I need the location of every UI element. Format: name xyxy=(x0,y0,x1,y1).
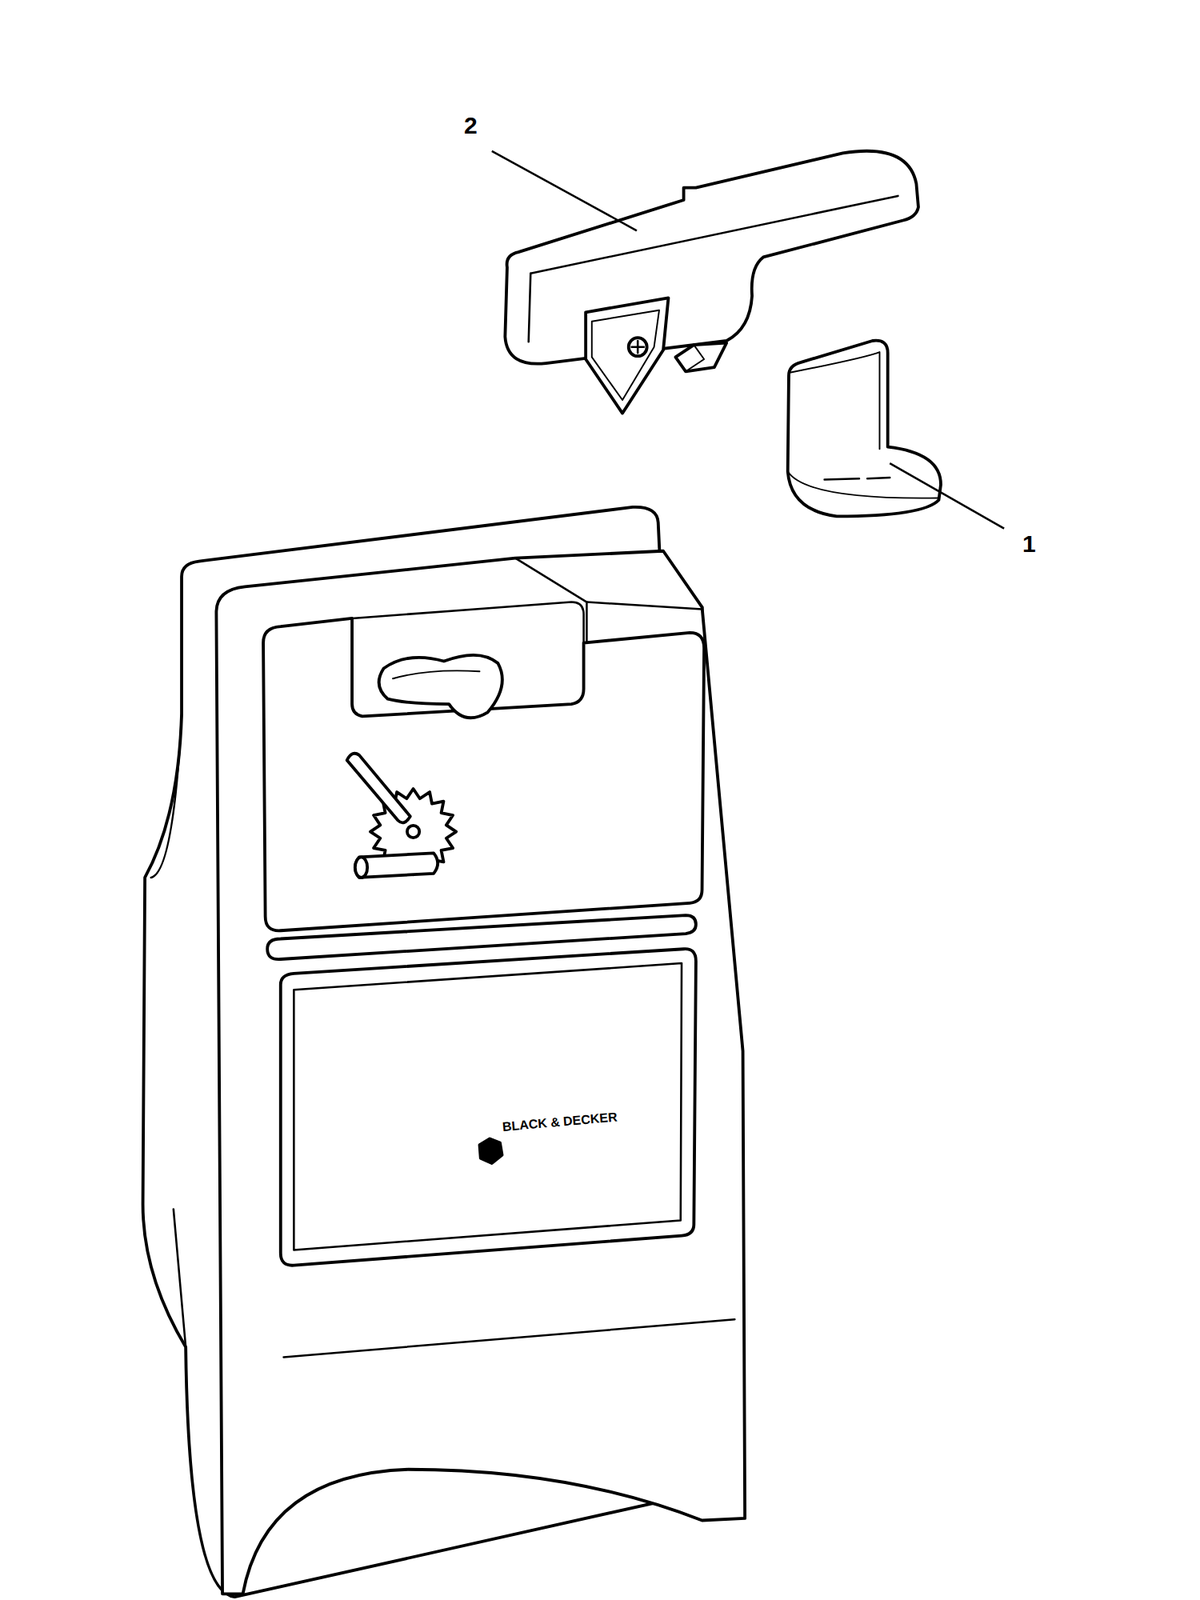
brand-logo xyxy=(479,1138,502,1164)
callout-number: 1 xyxy=(1022,532,1036,556)
housing xyxy=(143,507,746,1597)
cutting-wheel xyxy=(347,753,456,878)
leader-line xyxy=(492,151,637,231)
leader-line xyxy=(889,463,1004,529)
callout-number: 2 xyxy=(464,113,478,138)
lid-lifter xyxy=(788,340,941,517)
